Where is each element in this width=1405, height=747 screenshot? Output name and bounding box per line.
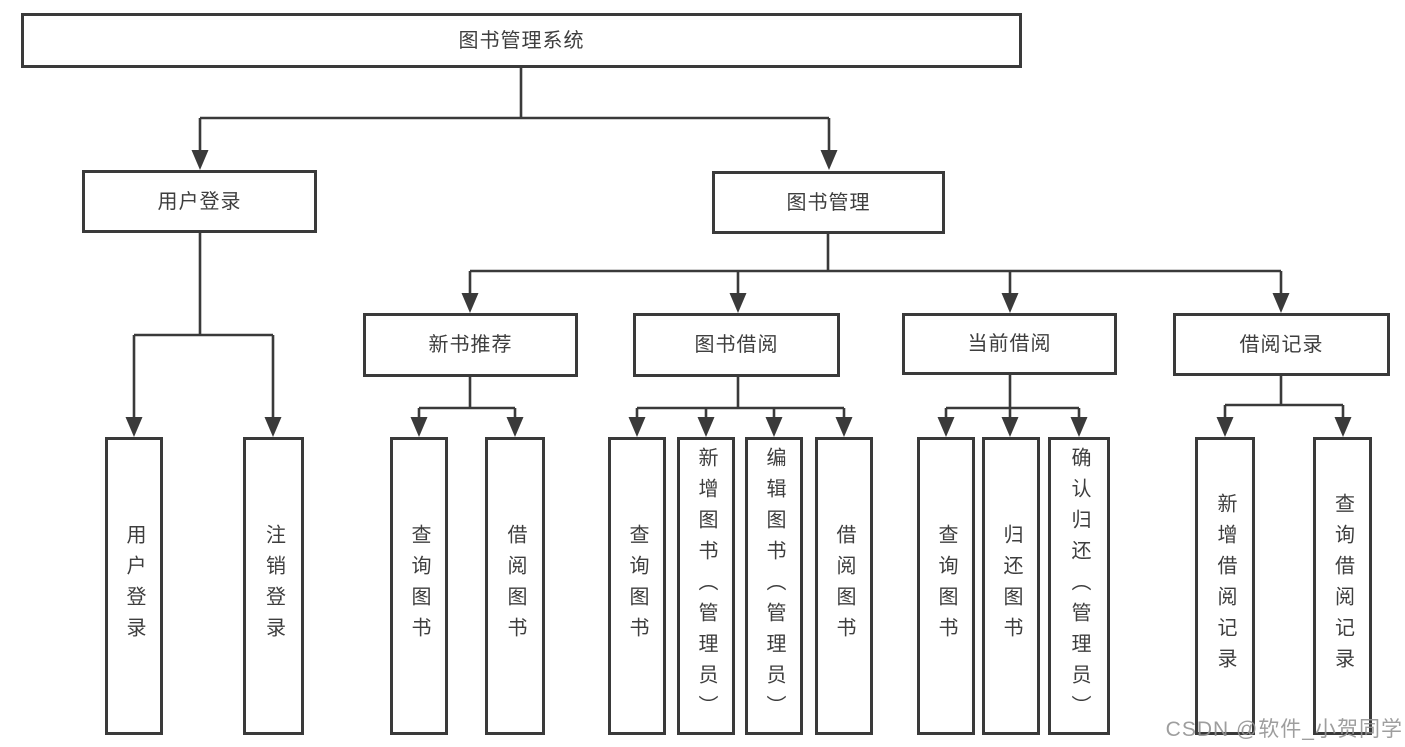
- node-label: 图书借阅: [694, 334, 779, 356]
- node-label: 当前借阅: [967, 333, 1052, 355]
- node-book-borrowing: 图书借阅: [633, 313, 840, 377]
- node-label: 注销登录: [262, 524, 285, 648]
- node-label: 用户登录: [123, 524, 145, 648]
- node-label: 新书推荐: [428, 334, 513, 356]
- node-label: 借阅图书: [833, 524, 855, 648]
- leaf-confirm-return-admin: 确认归还（管理员）: [1048, 437, 1110, 735]
- node-user-login: 用户登录: [82, 170, 317, 233]
- csdn-watermark: CSDN @软件_小贺同学: [1165, 718, 1403, 741]
- node-label: 归还图书: [1000, 524, 1022, 648]
- node-label: 借阅记录: [1239, 333, 1324, 356]
- node-label: 用户登录: [157, 190, 242, 213]
- leaf-query-books-3: 查询图书: [917, 437, 975, 735]
- node-label: 编辑图书（管理员）: [763, 446, 785, 726]
- leaf-query-books-2: 查询图书: [608, 437, 666, 735]
- node-label: 查询图书: [408, 524, 430, 648]
- leaf-edit-book-admin: 编辑图书（管理员）: [745, 437, 803, 735]
- node-label: 新增借阅记录: [1214, 493, 1236, 679]
- node-label: 确认归还（管理员）: [1068, 446, 1090, 726]
- node-label: 查询图书: [626, 524, 648, 648]
- node-label: 新增图书（管理员）: [695, 446, 717, 726]
- leaf-logout: 注销登录: [243, 437, 304, 735]
- leaf-query-borrow-record: 查询借阅记录: [1313, 437, 1372, 735]
- leaf-user-login: 用户登录: [105, 437, 163, 735]
- node-new-book-recommendation: 新书推荐: [363, 313, 578, 377]
- leaf-return-book: 归还图书: [982, 437, 1040, 735]
- node-borrowing-records: 借阅记录: [1173, 313, 1390, 376]
- node-label: 借阅图书: [504, 524, 526, 648]
- leaf-borrow-books-2: 借阅图书: [815, 437, 873, 735]
- node-label: 图书管理系统: [458, 29, 585, 52]
- node-book-management: 图书管理: [712, 171, 945, 234]
- leaf-query-books-1: 查询图书: [390, 437, 448, 735]
- node-label: 查询借阅记录: [1331, 493, 1354, 679]
- leaf-borrow-books-1: 借阅图书: [485, 437, 545, 735]
- node-current-borrowing: 当前借阅: [902, 313, 1117, 375]
- node-library-management-system: 图书管理系统: [21, 13, 1022, 68]
- node-label: 查询图书: [935, 524, 957, 648]
- node-label: 图书管理: [786, 191, 871, 214]
- leaf-add-book-admin: 新增图书（管理员）: [677, 437, 735, 735]
- leaf-add-borrow-record: 新增借阅记录: [1195, 437, 1255, 735]
